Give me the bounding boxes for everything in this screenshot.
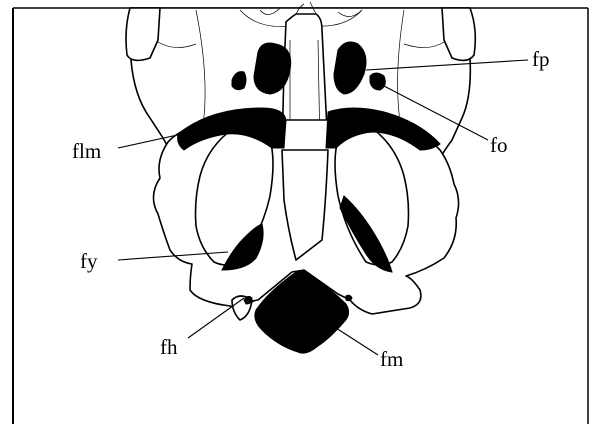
label-fp: fp [532, 47, 550, 71]
label-fo: fo [490, 133, 508, 157]
label-fm: fm [380, 347, 403, 371]
label-flm: flm [72, 139, 101, 163]
label-fh: fh [160, 335, 178, 359]
foramen-small-right [370, 73, 385, 90]
leader-fm [336, 328, 378, 355]
label-fy: fy [80, 249, 98, 273]
foramen-small-dot-right [346, 295, 352, 300]
